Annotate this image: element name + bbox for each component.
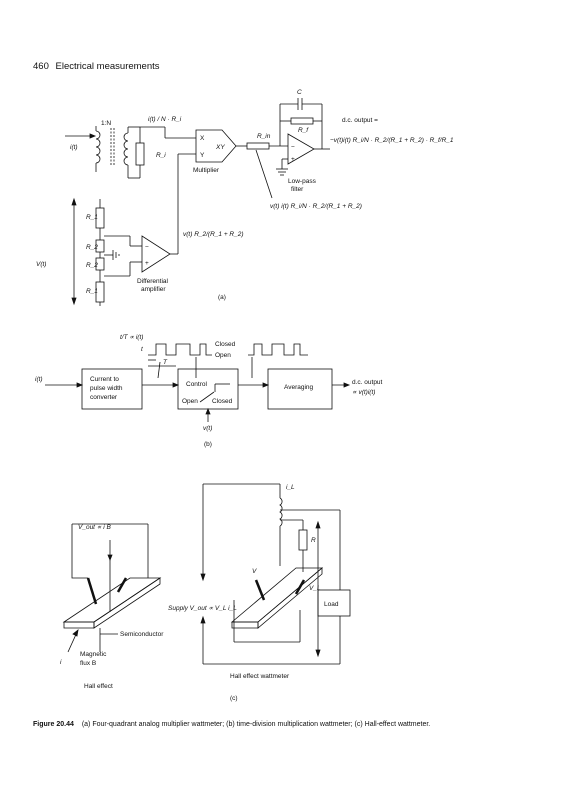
pulse-train-1 (148, 343, 212, 356)
diagram-c-wattmeter: i_L R Load V_L V Supply V_out ∝ V_L i_L … (168, 483, 351, 702)
c-flux-1: Magnetic (80, 651, 107, 658)
b-open: Open (215, 352, 231, 359)
b-control: Control (186, 381, 208, 388)
diff-plus: + (145, 260, 149, 267)
a-r1-bot: R_1 (86, 288, 98, 295)
b-box1-l3: converter (90, 394, 118, 401)
diff-label-1: Differential (137, 278, 169, 285)
a-ct-output: i(t) / N · R_i (148, 116, 182, 123)
mult-x: X (200, 135, 205, 142)
c-load: Load (324, 601, 339, 608)
ct-primary-coil (95, 130, 101, 164)
c-label: (c) (230, 695, 238, 702)
c-current: i (60, 659, 62, 666)
b-averaging: Averaging (284, 384, 314, 391)
pulse-width-converter (81, 368, 143, 410)
c-supply: Supply V_out ∝ V_L i_L (168, 605, 237, 612)
a-cap: C (297, 89, 302, 96)
c-vout-left: V_out ∝ i B (78, 524, 111, 531)
c-il: i_L (286, 484, 295, 491)
diagram-a: i(t) 1:N R_i i(t) / N · R_i X Y XY Multi… (36, 89, 454, 306)
b-out-1: d.c. output (352, 379, 383, 386)
averaging-block (267, 368, 333, 410)
mult-y: Y (200, 152, 205, 159)
lpf-label-2: filter (291, 186, 304, 193)
b-t-big: T (163, 359, 168, 366)
c-hall: Hall effect (84, 683, 113, 690)
b-label: (b) (204, 441, 212, 448)
a-r2-top: R_2 (86, 244, 98, 251)
a-mult-product: v(t) i(t) R_i/N · R_2/(R_1 + R_2) (270, 203, 362, 210)
a-dc-formula: −v(t)i(t) R_i/N · R_2/(R_1 + R_2) · R_f/… (330, 137, 454, 144)
figure-number: Figure 20.44 (33, 721, 74, 728)
a-r2-bot: R_2 (86, 262, 98, 269)
b-sw-open: Open (182, 398, 198, 405)
a-input-current: i(t) (70, 144, 78, 151)
b-t-small: t (141, 346, 144, 353)
b-voltage: v(t) (203, 425, 212, 432)
c-semiconductor: Semiconductor (120, 631, 164, 638)
lpf-minus: − (291, 144, 295, 151)
wattmeter-slab (230, 567, 324, 623)
a-dc-output: d.c. output = (342, 117, 378, 124)
b-ratio: t/T ∝ i(t) (120, 334, 143, 341)
c-v: V (252, 568, 257, 575)
b-box1-l2: pulse width (90, 385, 123, 392)
a-r1-top: R_1 (86, 214, 98, 221)
lpf-opamp (287, 133, 315, 165)
diagram-c-hall-effect: V_out ∝ i B Semiconductor i Magnetic flu… (60, 523, 164, 690)
a-ratio: 1:N (101, 120, 111, 127)
b-sw-closed: Closed (212, 398, 233, 405)
running-title: Electrical measurements (55, 61, 160, 72)
c-flux-2: flux B (80, 660, 96, 667)
pulse-train-2 (248, 343, 308, 356)
diff-minus: − (145, 244, 149, 251)
mult-out: XY (215, 144, 225, 151)
a-rf: R_f (298, 127, 309, 134)
voltage-resistor (298, 529, 308, 551)
semiconductor-slab (62, 577, 162, 623)
page-number: 460 (33, 61, 49, 72)
multiplier-label: Multiplier (193, 167, 220, 174)
r-in-resistor (246, 142, 270, 150)
page-header: 460 Electrical measurements (33, 61, 160, 72)
diagram-b: t/T ∝ i(t) t T Closed Open i(t) Current … (35, 334, 383, 448)
diff-amp (141, 235, 171, 273)
c-vl: V_L (309, 585, 321, 592)
b-closed: Closed (215, 341, 236, 348)
a-label: (a) (218, 294, 226, 301)
a-r-in: R_in (257, 133, 271, 140)
rf-resistor (290, 117, 314, 125)
b-out-2: ∝ v(t)i(t) (352, 389, 375, 396)
ct-secondary-coil (123, 132, 129, 166)
lpf-label-1: Low-pass (288, 178, 317, 185)
b-input: i(t) (35, 376, 43, 383)
c-wattmeter: Hall effect wattmeter (230, 673, 290, 680)
figure-caption: Figure 20.44 (a) Four-quadrant analog mu… (33, 720, 533, 729)
a-shunt-label: R_i (156, 152, 166, 159)
b-box1-l1: Current to (90, 376, 119, 383)
lpf-plus: + (291, 156, 295, 163)
a-voltage: V(t) (36, 261, 46, 268)
shunt-resistor (135, 142, 145, 166)
caption-text: (a) Four-quadrant analog multiplier watt… (81, 721, 431, 728)
a-diff-out: v(t) R_2/(R_1 + R_2) (183, 231, 244, 238)
load-current-coil (279, 497, 283, 527)
diff-label-2: amplifier (141, 286, 166, 293)
multiplier-block (195, 129, 237, 163)
c-r: R (311, 537, 316, 544)
